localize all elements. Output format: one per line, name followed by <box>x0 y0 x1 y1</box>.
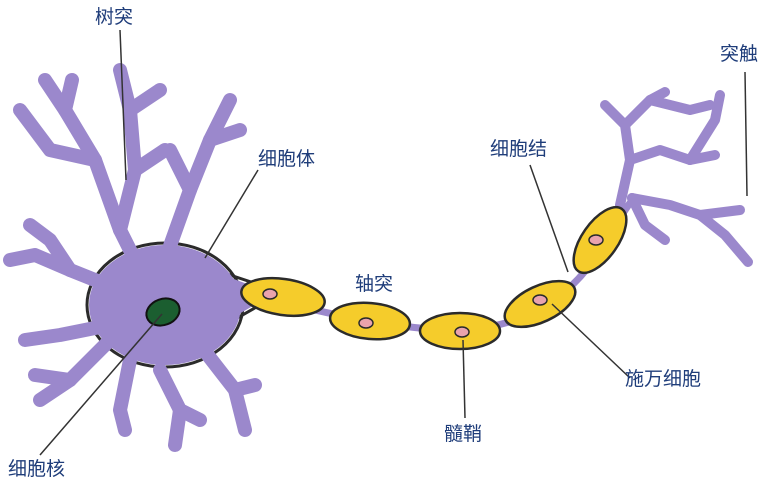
cell-nucleus <box>145 297 181 327</box>
label-dendrite: 树突 <box>95 6 134 28</box>
label-cell-body: 细胞体 <box>258 148 316 170</box>
schwann-cell <box>328 301 412 341</box>
leader-lines <box>39 29 748 456</box>
schwann-nucleus <box>454 326 470 338</box>
label-nucleus: 细胞核 <box>8 458 66 480</box>
schwann-cell <box>418 311 502 351</box>
schwann-cell <box>503 279 577 329</box>
schwann-nucleus <box>358 317 374 329</box>
myelin-sheath <box>240 205 628 351</box>
label-myelin-sheath: 髓鞘 <box>444 423 483 445</box>
schwann-cell <box>572 205 628 275</box>
schwann-nucleus <box>262 288 278 300</box>
label-terminal: 突触 <box>720 43 759 65</box>
label-axon: 轴突 <box>355 273 394 295</box>
label-node: 细胞结 <box>490 138 548 160</box>
schwann-cell <box>240 276 326 318</box>
schwann-nucleus <box>532 294 548 306</box>
schwann-nucleus <box>588 234 604 246</box>
label-schwann-cell: 施万细胞 <box>625 368 702 390</box>
